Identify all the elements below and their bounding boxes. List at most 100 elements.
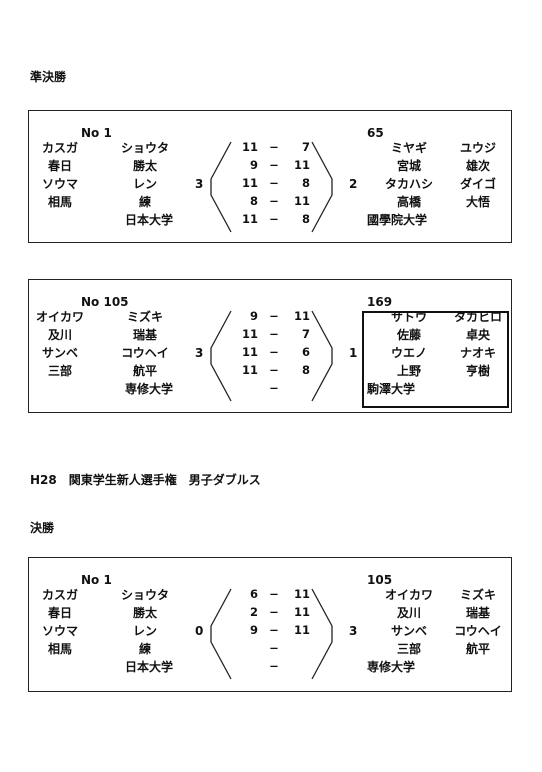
right-player1-given: 瑞基 — [465, 606, 490, 620]
left-bracket — [210, 141, 232, 233]
right-player2-given-kana: コウヘイ — [454, 624, 502, 638]
left-player2-given: 練 — [138, 195, 151, 209]
left-player1-given: 勝太 — [132, 159, 157, 173]
game-score-left: 11 — [241, 140, 258, 154]
game-score-left: 9 — [249, 309, 258, 323]
left-player1-surname: 及川 — [47, 328, 72, 342]
final-heading: 決勝 — [30, 521, 55, 535]
game-score-right: 8 — [301, 176, 310, 190]
right-player1-kana: ミヤギ — [390, 141, 427, 155]
left-player1-kana: カスガ — [41, 588, 78, 602]
right-player1-given: 卓央 — [465, 328, 490, 342]
right-player2-kana: サンベ — [390, 624, 427, 638]
right-sets-won: 2 — [349, 177, 358, 191]
left-player2-given-kana: レン — [132, 624, 157, 638]
left-player2-kana: ソウマ — [41, 177, 78, 191]
game-score-left: 11 — [241, 327, 258, 341]
game-score-left: 11 — [241, 363, 258, 377]
game-score-left: 11 — [241, 212, 258, 226]
game-score-left: 11 — [241, 345, 258, 359]
game-score-right: 11 — [293, 587, 310, 601]
game-score-dash: − — [269, 623, 279, 637]
right-player1-given: 雄次 — [465, 159, 490, 173]
right-player2-given: 航平 — [465, 642, 490, 656]
left-player1-given: 勝太 — [132, 606, 157, 620]
right-player2-given-kana: ダイゴ — [459, 177, 496, 191]
left-player1-kana: カスガ — [41, 141, 78, 155]
right-player1-given-kana: タカヒロ — [453, 310, 502, 324]
right-school: 國學院大学 — [367, 213, 428, 227]
game-score-left: 9 — [249, 158, 258, 172]
left-player2-kana: ソウマ — [41, 624, 78, 638]
left-sets-won: 3 — [195, 177, 204, 191]
game-score-left: 8 — [249, 194, 258, 208]
game-score-dash: − — [269, 327, 279, 341]
left-player1-kana: オイカワ — [35, 310, 84, 324]
left-player2-surname: 三部 — [47, 364, 72, 378]
game-score-right: 8 — [301, 363, 310, 377]
left-player2-surname: 相馬 — [47, 642, 72, 656]
left-player2-surname: 相馬 — [47, 195, 72, 209]
left-player2-kana: サンベ — [41, 346, 78, 360]
game-score-right: 11 — [293, 623, 310, 637]
left-entry-number: No 1 — [81, 573, 112, 587]
left-school: 日本大学 — [125, 660, 174, 674]
left-player2-given: 練 — [138, 642, 151, 656]
left-player1-given-kana: ショウタ — [120, 588, 169, 602]
game-score-right: 11 — [293, 158, 310, 172]
right-player1-surname: 及川 — [396, 606, 421, 620]
game-score-right: 6 — [301, 345, 310, 359]
game-score-dash: − — [269, 176, 279, 190]
right-entry-number: 105 — [367, 573, 393, 587]
game-score-right: 7 — [301, 140, 310, 154]
right-bracket — [311, 310, 333, 402]
semifinal-heading: 準決勝 — [30, 70, 67, 84]
left-player1-surname: 春日 — [47, 159, 72, 173]
right-bracket — [311, 141, 333, 233]
right-sets-won: 3 — [349, 624, 358, 638]
right-entry-number: 169 — [367, 295, 393, 309]
left-player1-given-kana: ショウタ — [120, 141, 169, 155]
right-player1-given-kana: ミズキ — [459, 588, 496, 602]
right-player2-given: 大悟 — [465, 195, 490, 209]
game-score-right: 11 — [293, 309, 310, 323]
right-player1-surname: 佐藤 — [396, 328, 421, 342]
game-score-dash: − — [269, 212, 279, 226]
left-entry-number: No 105 — [81, 295, 129, 309]
right-sets-won: 1 — [349, 346, 358, 360]
game-score-left: 9 — [249, 623, 258, 637]
game-score-dash: − — [269, 363, 279, 377]
game-score-right: 7 — [301, 327, 310, 341]
right-player2-given-kana: ナオキ — [459, 346, 496, 360]
game-score-right: 8 — [301, 212, 310, 226]
left-player2-given: 航平 — [132, 364, 157, 378]
left-player1-surname: 春日 — [47, 606, 72, 620]
left-player1-given-kana: ミズキ — [126, 310, 163, 324]
left-entry-number: No 1 — [81, 126, 112, 140]
left-sets-won: 3 — [195, 346, 204, 360]
right-player2-surname: 三部 — [396, 642, 421, 656]
game-score-left: 6 — [249, 587, 258, 601]
game-score-dash: − — [269, 309, 279, 323]
game-score-dash: − — [269, 194, 279, 208]
game-score-left: 11 — [241, 176, 258, 190]
right-player1-kana: オイカワ — [384, 588, 433, 602]
right-bracket — [311, 588, 333, 680]
game-score-right: 11 — [293, 605, 310, 619]
right-player1-kana: サトウ — [390, 310, 427, 324]
game-score-dash: − — [269, 641, 279, 655]
game-score-dash: − — [269, 605, 279, 619]
winner-highlight-box — [362, 311, 509, 408]
right-school: 駒澤大学 — [367, 382, 416, 396]
left-player2-given-kana: レン — [132, 177, 157, 191]
game-score-dash: − — [269, 140, 279, 154]
tournament-title: H28 関東学生新人選手権 男子ダブルス — [30, 473, 261, 487]
game-score-right: 11 — [293, 194, 310, 208]
left-bracket — [210, 588, 232, 680]
right-player2-surname: 上野 — [396, 364, 421, 378]
game-score-dash: − — [269, 659, 279, 673]
game-score-dash: − — [269, 345, 279, 359]
